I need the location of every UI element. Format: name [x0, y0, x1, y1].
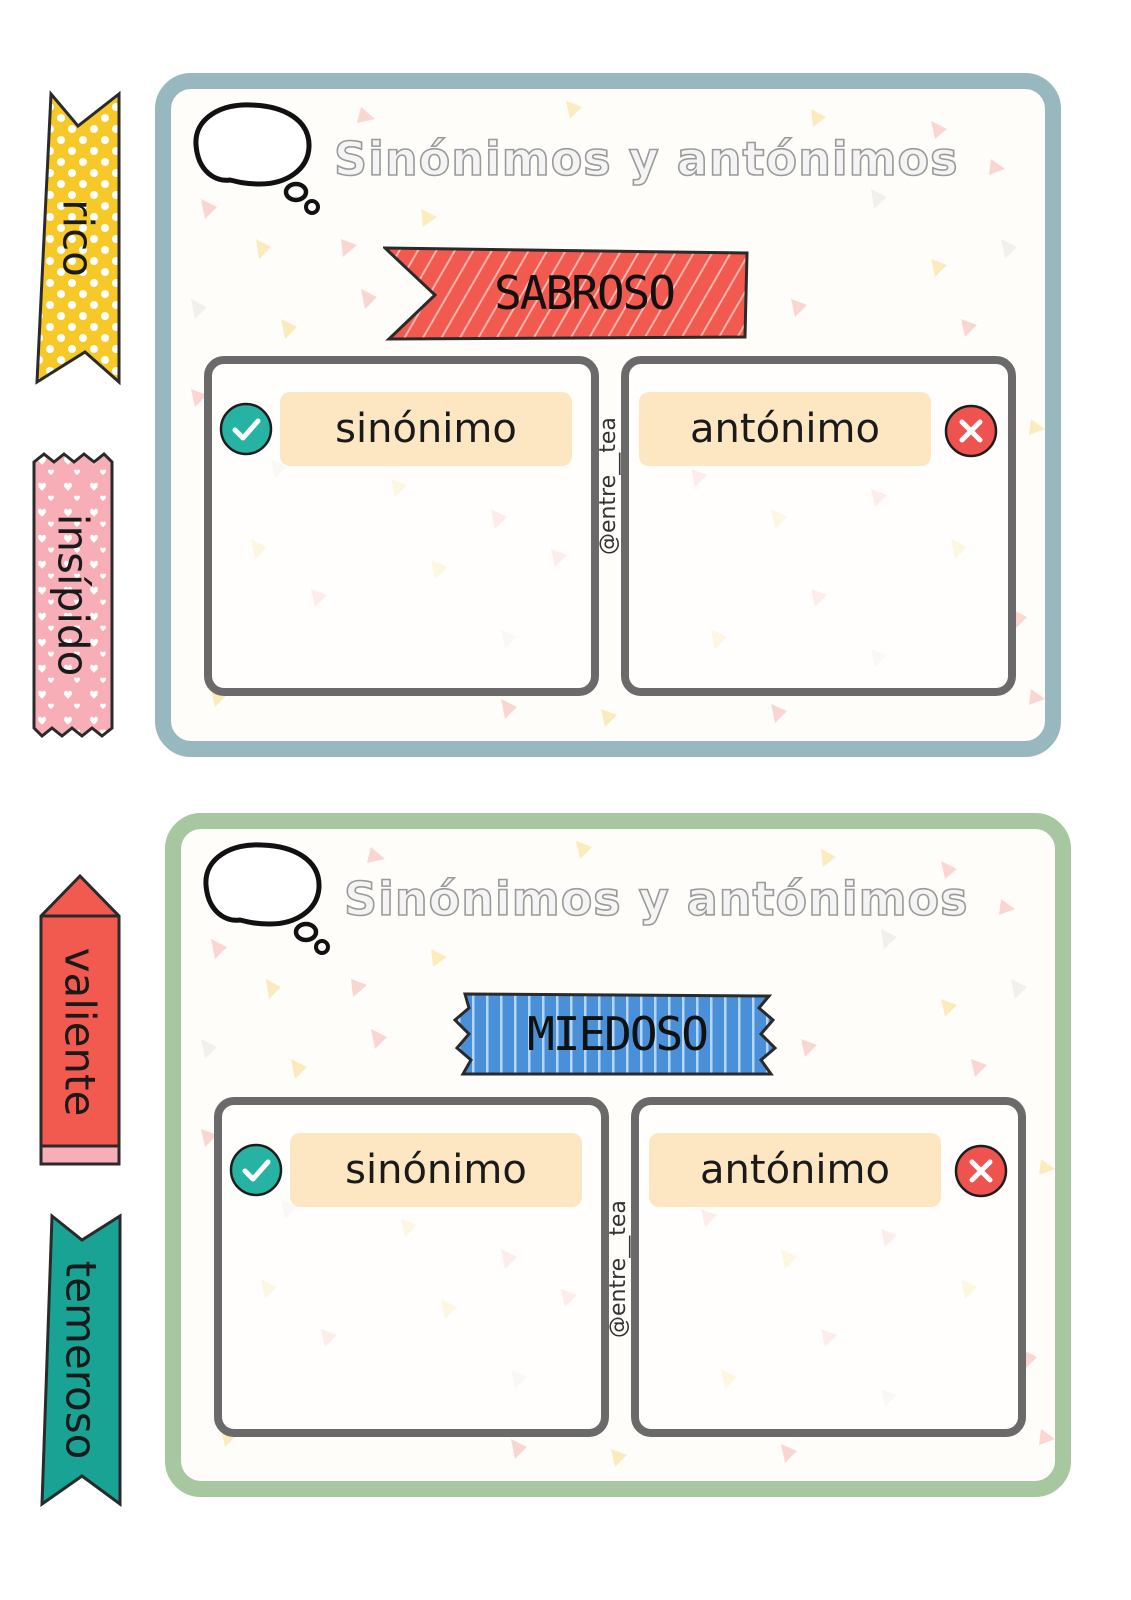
- thought-bubble-icon: [203, 842, 330, 955]
- thought-bubble-icon: [193, 102, 320, 215]
- washi-tape-shape: [32, 451, 114, 739]
- ribbon-shape: [40, 1212, 122, 1507]
- word-tag-text: insípido: [48, 513, 98, 677]
- word-tag-insipido[interactable]: insípido: [30, 450, 116, 740]
- word-tag-text: rico: [53, 199, 103, 277]
- flag-banner-shape: [381, 246, 749, 341]
- worksheet-title: Sinónimos y antónimos: [333, 131, 959, 187]
- ribbon-shape: [35, 90, 121, 386]
- word-tag-text: valiente: [55, 947, 105, 1117]
- check-icon: [219, 402, 273, 456]
- antonym-label: antónimo: [639, 392, 931, 466]
- pencil-shape: [39, 873, 121, 1166]
- synonym-label: sinónimo: [280, 392, 572, 466]
- washi-banner-shape: [452, 992, 778, 1076]
- word-tag-rico[interactable]: rico: [33, 90, 123, 386]
- word-tag-valiente[interactable]: valiente: [37, 872, 123, 1168]
- synonym-label: sinónimo: [290, 1133, 582, 1207]
- word-banner-text: MIEDOSO: [527, 1007, 709, 1061]
- check-icon: [229, 1143, 283, 1197]
- close-icon: [944, 404, 998, 458]
- author-credit: @entre__tea: [596, 417, 621, 555]
- word-tag-temeroso[interactable]: temeroso: [38, 1212, 124, 1508]
- close-icon: [954, 1144, 1008, 1198]
- word-banner-text: SABROSO: [494, 266, 676, 320]
- worksheet-title: Sinónimos y antónimos: [343, 871, 969, 927]
- author-credit: @entre__tea: [606, 1200, 631, 1338]
- word-banner: SABROSO: [381, 245, 749, 341]
- antonym-label: antónimo: [649, 1133, 941, 1207]
- word-tag-text: temeroso: [56, 1260, 106, 1460]
- word-banner: MIEDOSO: [452, 990, 781, 1078]
